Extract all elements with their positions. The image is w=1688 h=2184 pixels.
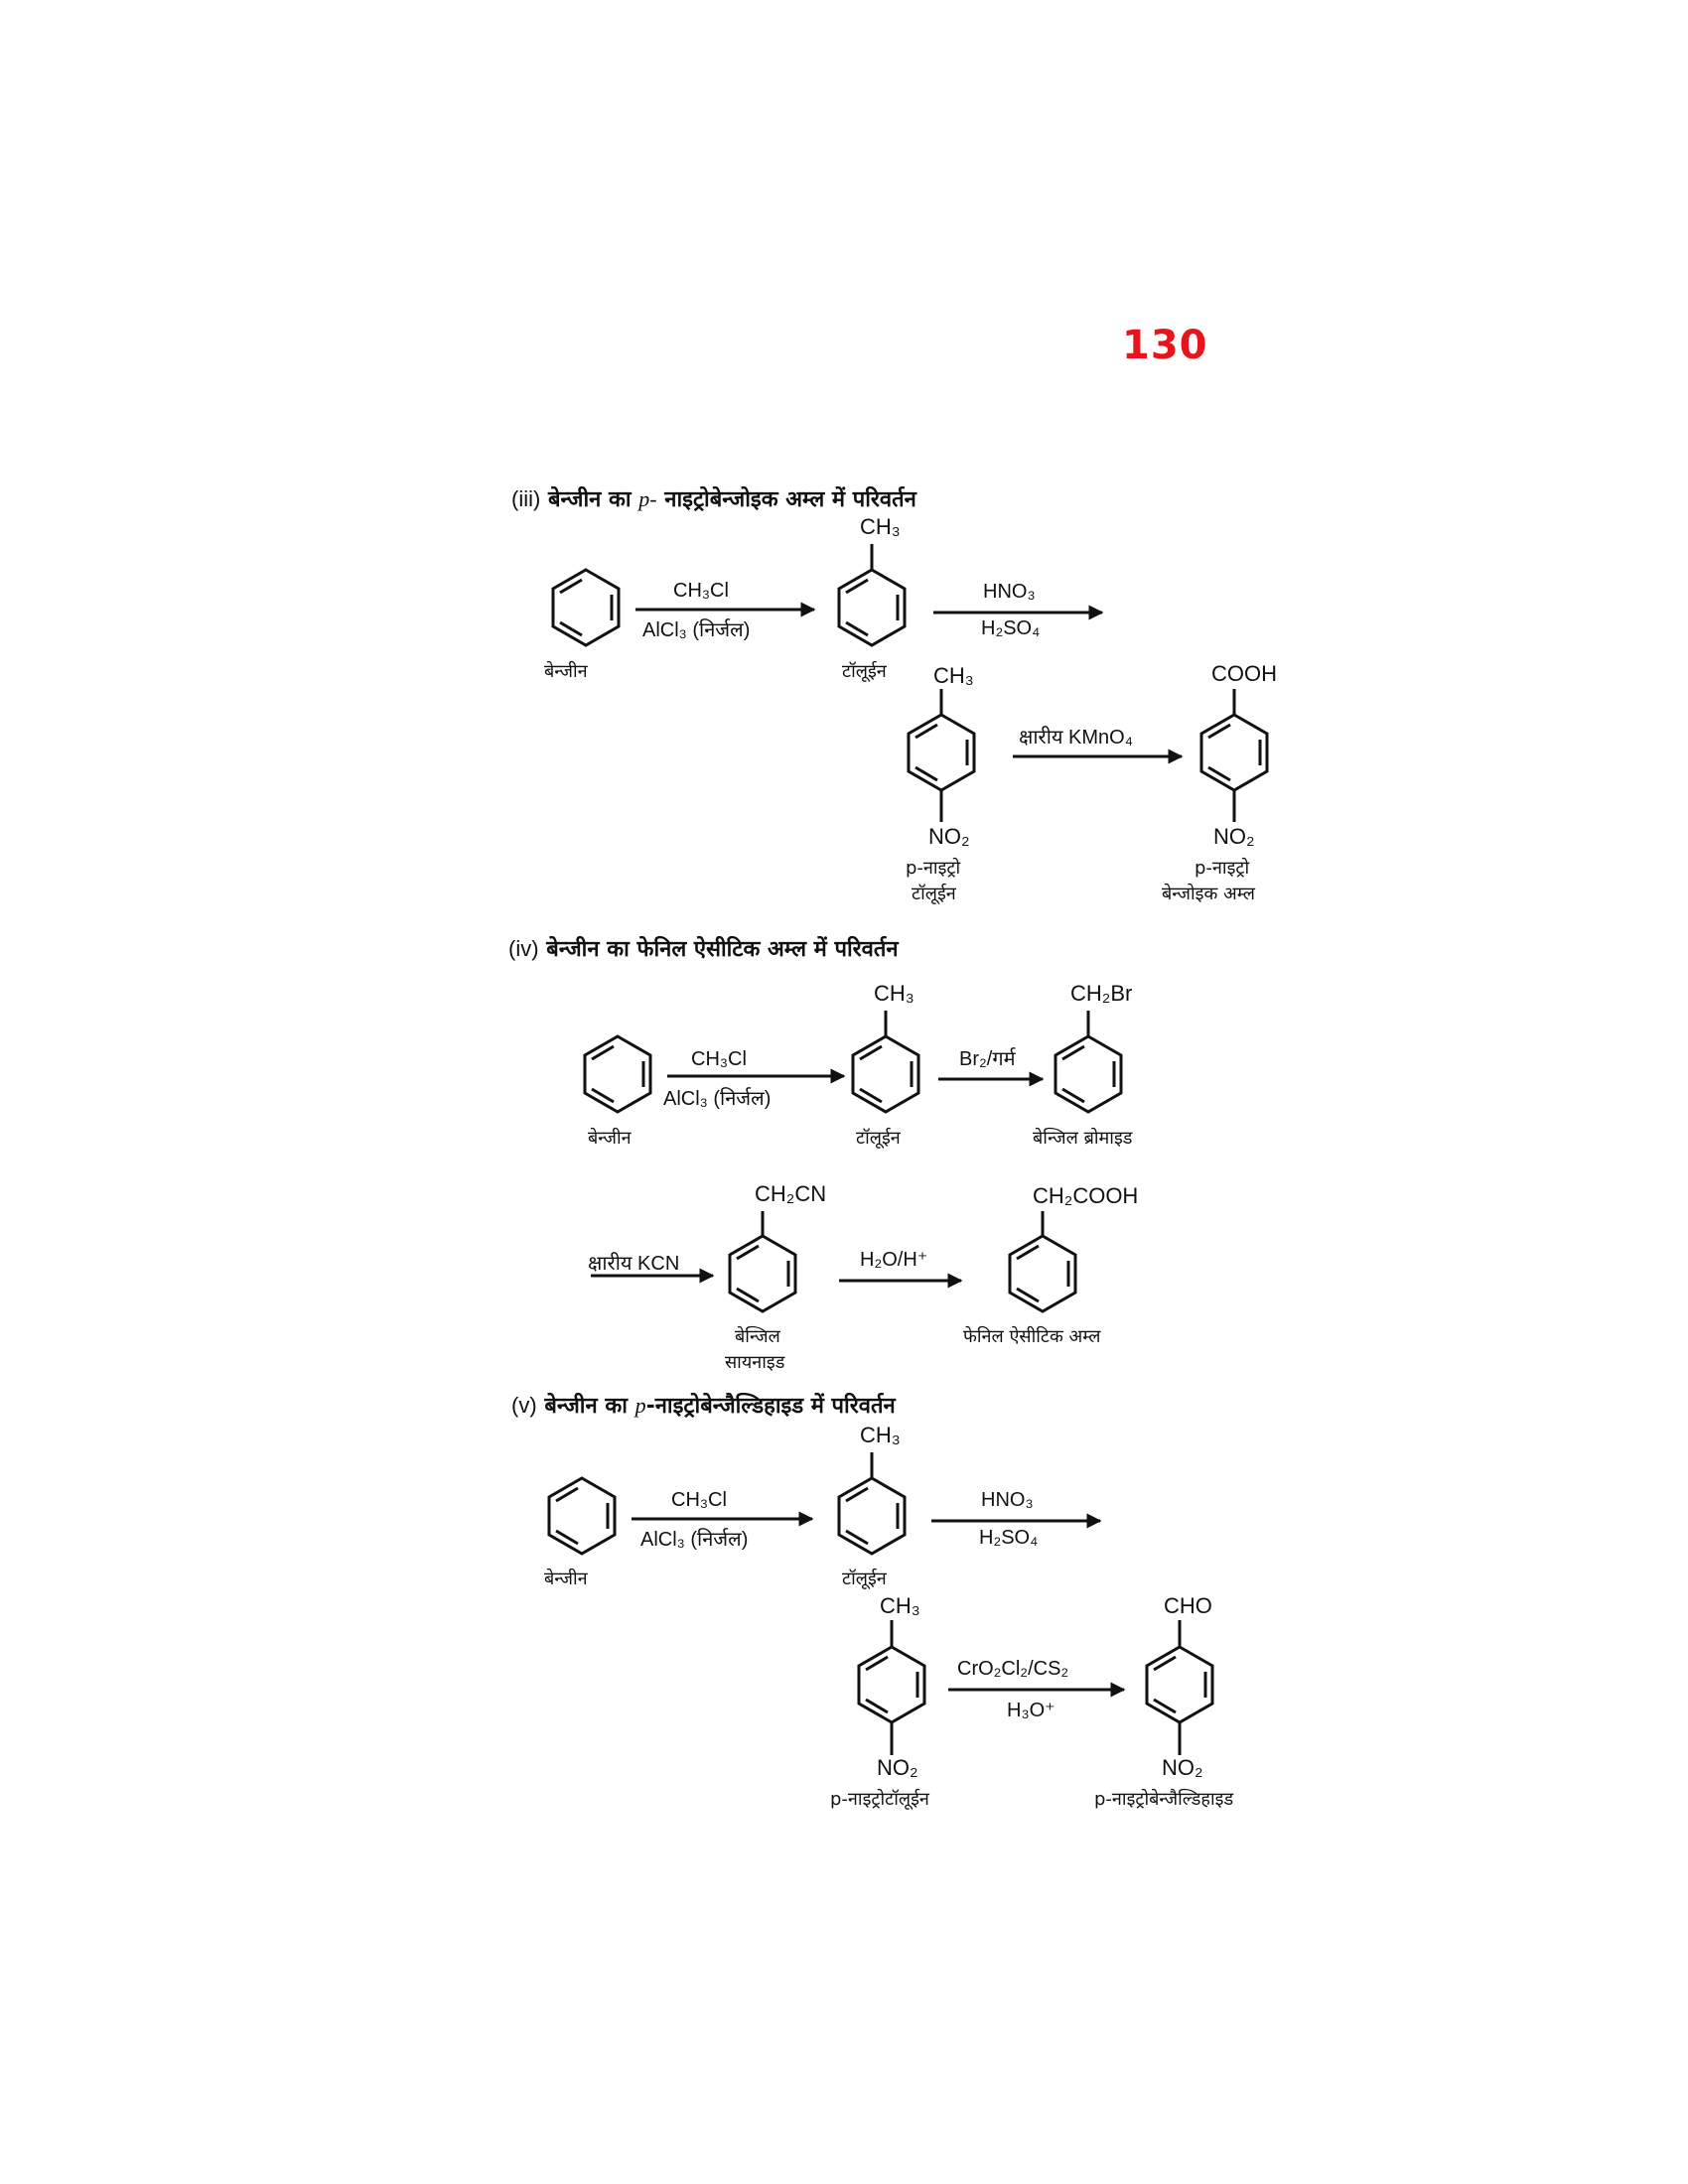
heading-text: नाइट्रोबेन्जोइक अम्ल में परिवर्तन <box>656 487 916 512</box>
reagent-top: CH₃Cl <box>691 1048 747 1070</box>
p-nitrobenzoic-acid-ring <box>1199 713 1269 792</box>
compound-label: p-नाइट्रोटॉलूईन <box>830 1789 929 1810</box>
heading-italic: p <box>634 1393 646 1418</box>
compound-label: p-नाइट्रो <box>1195 858 1250 879</box>
reagent-top: HNO₃ <box>983 581 1036 603</box>
p-nitrotoluene-ring <box>857 1645 926 1724</box>
reagent-top: क्षारीय KMnO₄ <box>1019 727 1133 749</box>
reagent-bottom: AlCl₃ (निर्जल) <box>640 1529 749 1551</box>
section-heading-iii: (iii) बेन्जीन का p- नाइट्रोबेन्जोइक अम्ल… <box>511 483 916 513</box>
compound-label: बेन्जीन <box>544 661 588 682</box>
toluene-ring <box>837 568 907 647</box>
reagent-bottom: H₂SO₄ <box>981 617 1041 639</box>
compound-label: बेन्जिल <box>735 1326 780 1347</box>
compound-label: p-नाइट्रो <box>906 858 961 879</box>
heading-text: बेन्जीन का <box>548 487 639 512</box>
group-label: CH₃ <box>933 663 974 688</box>
reagent-bottom: H₂SO₄ <box>979 1527 1039 1549</box>
compound-label: टॉलूईन <box>842 1569 887 1589</box>
section-number: (iii) <box>511 486 541 511</box>
section-heading-v: (v) बेन्जीन का p-नाइट्रोबेन्जैल्डिहाइड म… <box>511 1390 896 1420</box>
group-label: NO₂ <box>928 824 970 849</box>
group-label: CH₃ <box>860 1423 901 1447</box>
reagent-top: CH₃Cl <box>671 1489 727 1511</box>
benzyl-bromide-ring <box>1054 1034 1123 1114</box>
p-nitrobenzaldehyde-ring <box>1145 1645 1214 1724</box>
compound-label: टॉलूईन <box>856 1128 901 1149</box>
heading-text: -नाइट्रोबेन्जैल्डिहाइड में परिवर्तन <box>645 1394 896 1419</box>
heading-text: बेन्जीन का फेनिल ऐसीटिक अम्ल में परिवर्त… <box>546 937 899 962</box>
compound-label: बेन्जीन <box>544 1569 588 1589</box>
reagent-top: H₂O/H⁺ <box>860 1249 928 1271</box>
phenylacetic-acid-ring <box>1008 1234 1077 1313</box>
compound-label: p-नाइट्रोबेन्जैल्डिहाइड <box>1094 1789 1234 1810</box>
group-label: COOH <box>1211 661 1277 686</box>
reagent-bottom: H₃O⁺ <box>1007 1700 1055 1721</box>
toluene-ring <box>837 1476 907 1556</box>
heading-italic: p- <box>638 486 657 511</box>
group-label: NO₂ <box>1213 824 1255 849</box>
reagent-top: CrO₂Cl₂/CS₂ <box>957 1658 1069 1680</box>
benzene-ring <box>583 1034 652 1114</box>
page-number: 130 <box>1122 323 1208 368</box>
group-label: CH₃ <box>880 1593 920 1618</box>
compound-label: टॉलूईन <box>842 661 887 682</box>
compound-label: बेन्जीन <box>588 1128 632 1149</box>
reagent-top: CH₃Cl <box>673 580 729 602</box>
group-label: CH₂COOH <box>1033 1183 1139 1208</box>
reagent-bottom: AlCl₃ (निर्जल) <box>642 619 751 641</box>
reagent-top: Br₂/गर्म <box>959 1048 1016 1070</box>
compound-label: सायनाइड <box>725 1352 785 1373</box>
reagent-bottom: AlCl₃ (निर्जल) <box>663 1088 772 1110</box>
group-label: CH₂Br <box>1070 981 1133 1006</box>
section-heading-iv: (iv) बेन्जीन का फेनिल ऐसीटिक अम्ल में पर… <box>508 933 899 963</box>
compound-label: टॉलूईन <box>912 884 956 904</box>
group-label: NO₂ <box>1162 1755 1203 1780</box>
group-label: CHO <box>1164 1593 1212 1618</box>
compound-label: फेनिल ऐसीटिक अम्ल <box>963 1326 1101 1347</box>
group-label: CH₃ <box>874 981 914 1006</box>
compound-label: बेन्जिल ब्रोमाइड <box>1033 1128 1133 1149</box>
reagent-top: HNO₃ <box>981 1489 1034 1511</box>
group-label: CH₃ <box>860 514 901 539</box>
heading-text: बेन्जीन का <box>544 1394 635 1419</box>
benzene-ring <box>551 568 621 647</box>
benzyl-cyanide-ring <box>728 1234 797 1313</box>
compound-label: बेन्जोइक अम्ल <box>1162 884 1255 904</box>
section-number: (iv) <box>508 936 539 961</box>
group-label: CH₂CN <box>755 1181 827 1206</box>
section-number: (v) <box>511 1393 537 1418</box>
toluene-ring <box>851 1034 920 1114</box>
p-nitrotoluene-ring <box>907 713 976 792</box>
group-label: NO₂ <box>877 1755 918 1780</box>
reagent-top: क्षारीय KCN <box>588 1253 680 1275</box>
benzene-ring <box>547 1476 617 1556</box>
